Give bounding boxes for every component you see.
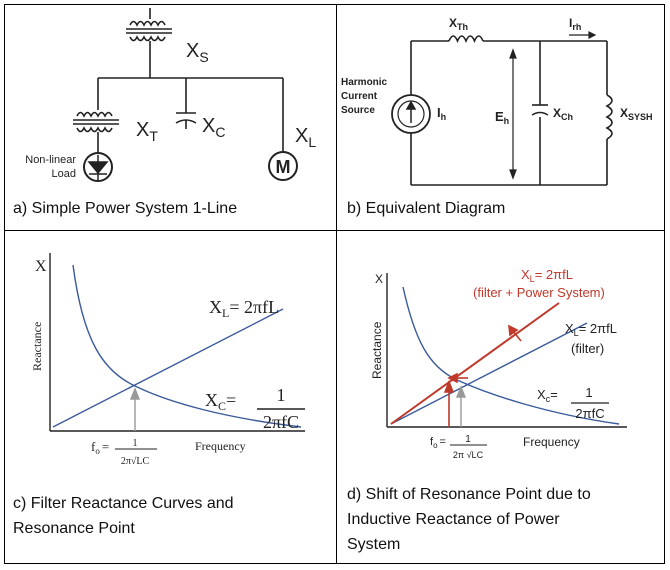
resonance-arrow-red-d — [443, 379, 455, 427]
eh-label: Eh — [495, 109, 509, 126]
resonance-arrow-c — [129, 387, 141, 431]
xc-curve-c — [72, 264, 302, 428]
source-label-line3: Source — [341, 105, 375, 116]
diode-icon — [87, 155, 109, 180]
axis-y-letter-d: X — [375, 272, 383, 286]
panel-b: XTh Irh Harmonic Current Source Ih Eh — [337, 5, 664, 230]
xl-line-c — [52, 308, 284, 428]
ylabel-d: Reactance — [370, 321, 384, 379]
circuit-wires — [410, 40, 608, 186]
xch-capacitor — [531, 104, 549, 116]
one-line-diagram: XS XT XC M — [25, 8, 316, 182]
load-label-line2: Load — [52, 168, 76, 180]
irh-label: Irh — [569, 16, 581, 32]
reactance-chart-c: X Reactance Frequency XL= 2πfL XC= 1 2πf… — [30, 253, 305, 467]
xc-numerator-d: 1 — [585, 385, 592, 400]
xl-system-line-d — [390, 302, 560, 425]
vertical-divider — [336, 5, 337, 563]
f0-label-d: fo= — [430, 436, 446, 450]
source-label-line2: Current — [341, 91, 378, 102]
xl-filter-formula-d: XL= 2πfL — [565, 321, 617, 338]
ih-label: Ih — [437, 105, 446, 122]
xc-curve-d — [402, 286, 620, 425]
equivalent-diagram: XTh Irh Harmonic Current Source Ih Eh — [341, 16, 653, 186]
pointer-arrow-d — [508, 324, 522, 342]
horizontal-divider — [5, 230, 664, 231]
caption-d-line2: Inductive Reactance of Power — [347, 511, 560, 528]
xth-inductor — [448, 35, 484, 44]
ylabel-c: Reactance — [30, 322, 44, 371]
xsys-inductor — [605, 94, 613, 140]
xl-system-formula-d: XL= 2πfL — [521, 267, 573, 284]
xl-formula-c: XL= 2πfL — [209, 297, 279, 320]
transformer-xt — [73, 78, 119, 153]
f0-label-c: fo= — [91, 439, 109, 456]
transformer-xs — [126, 8, 172, 78]
motor-symbol — [268, 151, 298, 181]
resonance-arrow-grey-d — [455, 385, 467, 427]
caption-b: b) Equivalent Diagram — [347, 200, 506, 217]
source-label-line1: Harmonic — [341, 77, 388, 88]
xc-numerator-c: 1 — [277, 385, 286, 405]
xc-formula-c: XC= — [205, 390, 236, 413]
panel-d: X Reactance Frequency XL= 2πfL (filter +… — [337, 231, 664, 564]
caption-a: a) Simple Power System 1-Line — [13, 200, 238, 217]
up-arrow-icon — [405, 100, 417, 123]
f0-denominator-d: 2π √LC — [453, 450, 484, 460]
xc-label: XC — [202, 115, 225, 140]
axes-d — [386, 273, 627, 428]
xch-label: XCh — [553, 106, 573, 122]
motor-letter: M — [276, 157, 291, 177]
xc-denominator-d: 2πfC — [575, 406, 604, 421]
f0-numerator-c: 1 — [133, 438, 138, 449]
xl-filter-line-d — [390, 322, 588, 425]
xl-filter-note-d: (filter) — [571, 341, 604, 356]
caption-d-line3: System — [347, 536, 401, 553]
xt-label: XT — [136, 119, 158, 144]
xc-formula-d: Xc= — [537, 387, 558, 404]
panel-c: X Reactance Frequency XL= 2πfL XC= 1 2πf… — [5, 231, 335, 564]
reactance-chart-d: X Reactance Frequency XL= 2πfL (filter +… — [370, 267, 627, 460]
f0-denominator-c: 2π√LC — [121, 456, 150, 467]
irh-arrow — [569, 31, 597, 39]
caption-c-line1: c) Filter Reactance Curves and — [13, 495, 234, 512]
xl-label: XL — [295, 125, 316, 150]
caption-d-line1: d) Shift of Resonance Point due to — [347, 486, 591, 503]
axis-y-letter-c: X — [35, 258, 47, 275]
xlabel-c: Frequency — [195, 439, 246, 453]
panel-a: XS XT XC M — [5, 5, 335, 230]
figure-grid: XS XT XC M — [4, 4, 665, 564]
xsys-label: XSYSH — [620, 106, 653, 122]
caption-c-line2: Resonance Point — [13, 520, 135, 537]
xl-system-note-d: (filter + Power System) — [473, 285, 605, 300]
xc-denominator-c: 2πfC — [263, 412, 299, 432]
capacitor-xc — [175, 78, 197, 129]
axes-c — [49, 253, 305, 432]
xth-label: XTh — [449, 16, 468, 32]
xs-label: XS — [186, 40, 209, 65]
f0-numerator-d: 1 — [465, 434, 471, 445]
load-label-line1: Non-linear — [25, 154, 76, 166]
eh-arrow — [509, 48, 517, 180]
xlabel-d: Frequency — [523, 435, 580, 449]
shift-arrow-d — [447, 372, 468, 384]
